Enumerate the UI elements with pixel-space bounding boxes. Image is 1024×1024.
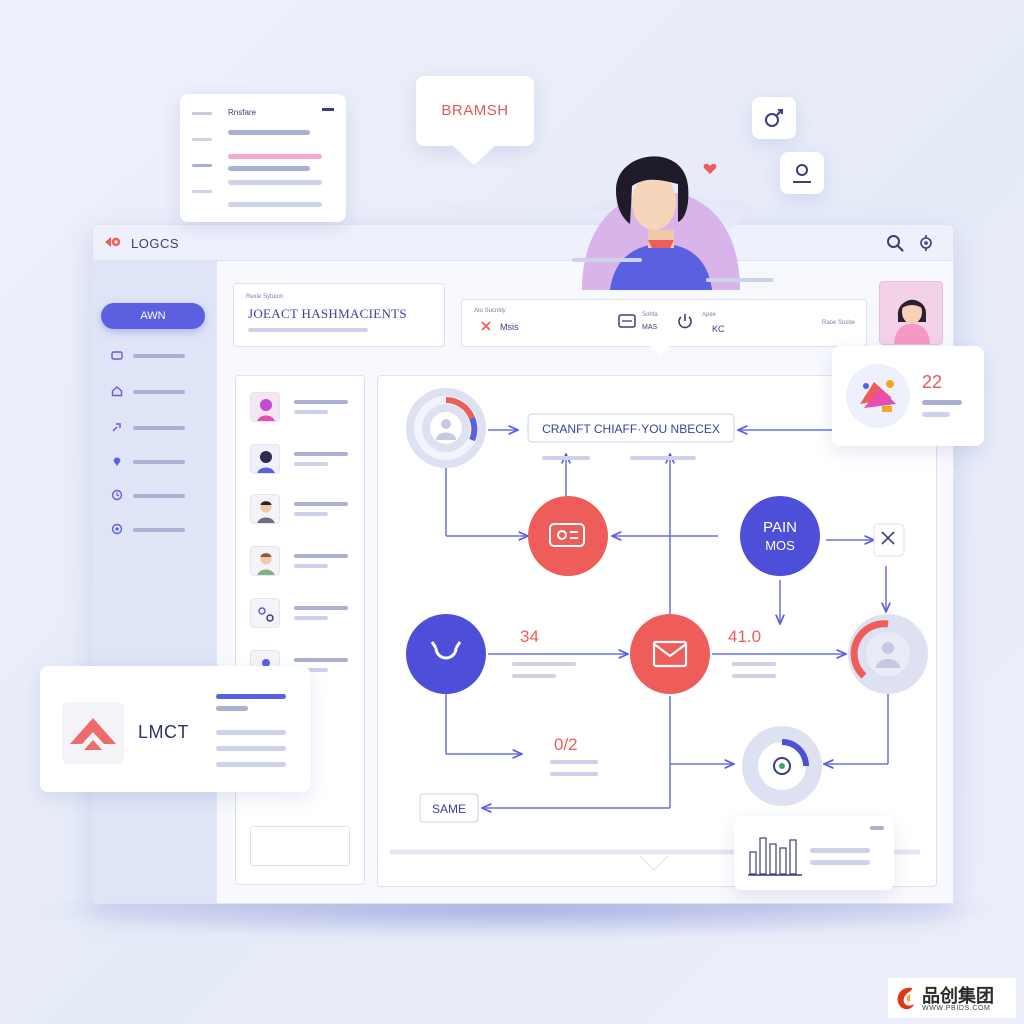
list-item[interactable]: [250, 444, 360, 474]
list-item[interactable]: [250, 494, 360, 524]
watermark-url: WWW.PBIDS.COM: [922, 1005, 991, 1012]
project-header-card: Rexie Sytuum JOEACT HASHMACIENTS: [233, 283, 445, 347]
sidebar-item-2[interactable]: [111, 385, 201, 399]
graph-banner[interactable]: CRANFT CHIAFF·YOU NBECEX: [527, 413, 735, 443]
node-mail[interactable]: [630, 614, 710, 694]
list-item[interactable]: [250, 392, 360, 422]
form-title: Rnsfare: [228, 108, 257, 117]
bubble-tail: [452, 145, 496, 165]
metric-value-02: 0/2: [554, 735, 578, 754]
home-icon: [111, 386, 123, 397]
app-title: LOGCS: [131, 236, 180, 251]
node-pain-label: PAIN: [763, 519, 797, 536]
same-tag[interactable]: SAME: [419, 793, 479, 823]
close-icon[interactable]: [480, 320, 492, 332]
app-window: LOGCS AWN: [92, 224, 954, 904]
content-area: Rexie Sytuum JOEACT HASHMACIENTS Ato Suc…: [217, 261, 953, 903]
link-icon: [112, 423, 121, 432]
toolbar-item-label: MAS: [642, 324, 658, 331]
project-title: JOEACT HASHMACIENTS: [248, 306, 407, 321]
person-avatar-icon: [894, 299, 930, 344]
node-sync[interactable]: [406, 614, 486, 694]
sidebar-item-6[interactable]: [111, 523, 201, 537]
toolbar-caption: Sohfa: [642, 312, 658, 318]
watermark: 品创集团 WWW.PBIDS.COM: [888, 978, 1016, 1018]
floating-form-card[interactable]: Rnsfare: [180, 94, 346, 222]
node-pain-sublabel: MOS: [765, 538, 795, 553]
contacts-list: [235, 375, 365, 885]
gender-icon-button[interactable]: [752, 97, 796, 139]
sidebar-primary-button[interactable]: AWN: [101, 303, 205, 329]
workflow-graph: CRANFT CHIAFF·YOU NBECEX PAIN MOS: [389, 388, 928, 871]
app-logo-icon: [105, 237, 121, 247]
list-footer-box: [250, 826, 350, 866]
person-avatar-icon: [251, 547, 279, 575]
user-illustration: [572, 156, 774, 290]
list-item[interactable]: [250, 546, 360, 576]
gauge-node-bottom[interactable]: [742, 726, 822, 806]
gauge-node-right[interactable]: [848, 614, 928, 694]
sidebar: AWN: [93, 261, 217, 903]
location-icon: [113, 457, 121, 466]
person-avatar-icon: [251, 393, 279, 421]
list-item[interactable]: [250, 598, 360, 628]
graph-banner-label: CRANFT CHIAFF·YOU NBECEX: [542, 422, 720, 436]
gears-icon: [251, 599, 279, 627]
toolbar-item-label: KC: [712, 324, 725, 334]
gender-icon: [765, 109, 783, 127]
gauge-node-top[interactable]: [406, 388, 486, 468]
workflow-graph-panel: CRANFT CHIAFF·YOU NBECEX PAIN MOS: [377, 375, 937, 887]
watermark-logo-icon: [897, 987, 914, 1010]
sidebar-item-5[interactable]: [111, 489, 201, 503]
sidebar-item-3[interactable]: [111, 421, 201, 435]
window-icon[interactable]: [618, 314, 636, 328]
person-avatar-icon: [251, 445, 279, 473]
folder-icon: [111, 351, 123, 360]
stat-value: 22: [922, 372, 943, 392]
bar-chart-icon: [748, 837, 802, 876]
report-card[interactable]: [734, 816, 894, 890]
sidebar-item-4[interactable]: [111, 455, 201, 469]
toolbar-caption: Apee: [702, 312, 717, 318]
brand-logo-icon: [62, 702, 124, 764]
brand-card-label: LMCT: [138, 722, 189, 742]
power-icon[interactable]: [676, 312, 694, 330]
notification-bubble[interactable]: BRAMSH: [416, 76, 534, 146]
stat-card[interactable]: 22: [832, 346, 984, 446]
toolbar-item-label: Msis: [500, 322, 519, 332]
clock-icon: [111, 489, 123, 501]
person-avatar-icon: [251, 495, 279, 523]
toolbar-caption: Ato Sucnkly: [474, 308, 506, 314]
project-kicker: Rexie Sytuum: [246, 294, 284, 300]
metric-value-34: 34: [520, 627, 539, 646]
brand-card[interactable]: LMCT: [40, 666, 310, 792]
node-ticket[interactable]: [528, 496, 608, 576]
toolbar-pointer: [650, 346, 670, 355]
sidebar-item-1[interactable]: [111, 349, 201, 363]
same-tag-label: SAME: [432, 802, 466, 816]
node-pain-mos[interactable]: PAIN MOS: [740, 496, 820, 576]
user-icon: [793, 164, 811, 183]
search-icon[interactable]: [885, 233, 905, 253]
party-icon: [846, 364, 910, 428]
watermark-text: 品创集团: [922, 986, 994, 1006]
toolbar: Ato Sucnkly Msis Sohfa MAS Apee KC Raoe …: [461, 299, 867, 355]
user-icon-button[interactable]: [780, 152, 824, 194]
target-icon: [111, 523, 123, 535]
metric-value-41: 41.0: [728, 627, 761, 646]
title-bar: LOGCS: [93, 225, 953, 261]
toolbar-caption: Raoe Sosbe: [822, 320, 856, 326]
gear-icon[interactable]: [917, 234, 935, 252]
small-node-right[interactable]: [873, 523, 905, 557]
bubble-label: BRAMSH: [441, 102, 509, 119]
user-avatar[interactable]: [879, 281, 943, 345]
